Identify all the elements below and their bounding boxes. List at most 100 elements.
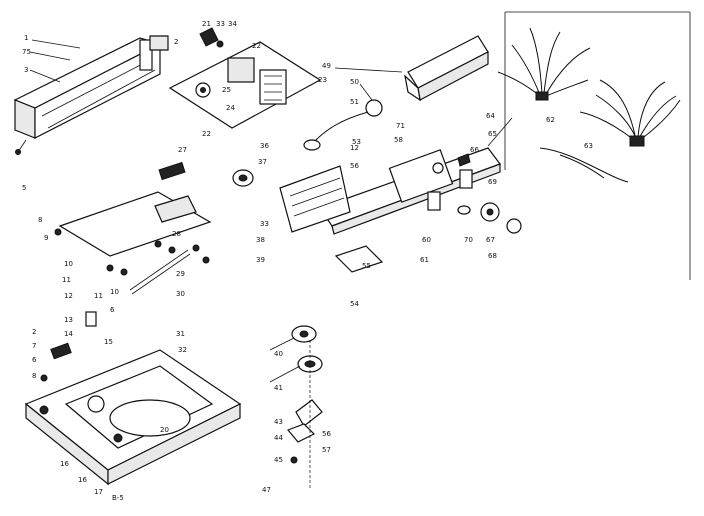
callout-label: 17 — [94, 488, 103, 496]
callout-label: 29 — [176, 270, 185, 278]
callout-label: 30 — [176, 290, 185, 298]
top-cover-27 — [58, 191, 212, 257]
support-rail-27 — [158, 161, 186, 181]
top-frame-32 — [24, 349, 242, 486]
callout-label: 3 — [24, 66, 28, 74]
callout-label: 63 — [584, 142, 593, 150]
push-buttons — [427, 169, 473, 211]
callout-label: 11 — [62, 276, 71, 284]
knob-assembly-67 — [480, 202, 522, 234]
link-rod — [129, 249, 191, 295]
callout-label: 64 — [486, 112, 495, 120]
leader-41 — [269, 365, 301, 383]
leader-3 — [29, 69, 61, 83]
leader-40 — [269, 337, 295, 351]
callout-label: 24 — [226, 104, 235, 112]
lamp-70 — [457, 205, 471, 215]
cam-40 — [291, 325, 317, 343]
callout-label: 55 — [362, 262, 371, 270]
callout-label: 22 — [202, 130, 211, 138]
callout-label: 51 — [350, 98, 359, 106]
callout-label: 41 — [274, 384, 283, 392]
screw-45 — [290, 456, 298, 464]
bracket-55 — [334, 245, 384, 273]
console-panel — [319, 147, 501, 235]
callout-label: 70 — [464, 236, 473, 244]
spring-66 — [457, 153, 471, 167]
inner-console-frame — [279, 165, 351, 233]
callout-labels: 1 75 3 2 21 33 34 22 24 23 25 22 5 27 8 … — [22, 20, 593, 502]
callout-label: 39 — [256, 256, 265, 264]
callout-label: 20 — [160, 426, 169, 434]
callout-label: 12 — [64, 292, 73, 300]
leader-50 — [359, 83, 373, 101]
screw-left — [15, 139, 27, 155]
callout-label: 44 — [274, 434, 283, 442]
callout-label: 43 — [274, 418, 283, 426]
callout-label: 23 — [318, 76, 327, 84]
selector-knob-36 — [232, 169, 254, 187]
callout-label: 9 — [44, 234, 48, 242]
callout-label: 45 — [274, 456, 283, 464]
wire-harness-63 — [539, 147, 629, 183]
callout-label: 33 — [216, 20, 225, 28]
callout-label: 37 — [258, 158, 267, 166]
callout-label: 10 — [64, 260, 73, 268]
callout-label: 67 — [486, 236, 495, 244]
knob-hardware-lower — [39, 374, 123, 443]
pressure-switch-50 — [303, 99, 383, 151]
callout-label: 56 — [350, 162, 359, 170]
callout-label: 25 — [222, 86, 231, 94]
wire-harness-62 — [497, 27, 591, 101]
callout-label: 28 — [172, 230, 181, 238]
callout-label: 40 — [274, 350, 283, 358]
callout-label: 6 — [32, 356, 37, 364]
callout-label: 50 — [350, 78, 359, 86]
callout-label: 16 — [78, 476, 87, 484]
callout-label: 69 — [488, 178, 497, 186]
callout-label: 49 — [322, 62, 331, 70]
bracket-49 — [404, 35, 489, 102]
cam-41 — [297, 355, 323, 373]
callout-label: 8 — [32, 372, 36, 380]
callout-label: 22 — [252, 42, 261, 50]
bracket-43 — [286, 399, 323, 443]
callout-label: 66 — [470, 146, 479, 154]
callout-label: 33 — [260, 220, 269, 228]
callout-label: 1 — [24, 34, 28, 42]
callout-label: 56 — [322, 430, 331, 438]
callout-label: 27 — [178, 146, 187, 154]
callout-label: 5 — [22, 184, 26, 192]
callout-label: 36 — [260, 142, 269, 150]
callout-label: 7 — [32, 342, 36, 350]
leader-64 — [487, 117, 513, 147]
callout-label: 14 — [64, 330, 73, 338]
callout-label: 47 — [262, 486, 271, 494]
callout-label: 10 — [110, 288, 119, 296]
callout-label: 12 — [350, 144, 359, 152]
callout-label: 2 — [32, 328, 36, 336]
control-board-assembly — [168, 41, 322, 129]
callout-label: 58 — [394, 136, 403, 144]
callout-label: 71 — [396, 122, 405, 130]
callout-label: 68 — [488, 252, 497, 260]
callout-label: 6 — [110, 306, 115, 314]
callout-label: 32 — [178, 346, 187, 354]
hinge-bracket — [149, 35, 169, 51]
callout-label: 38 — [256, 236, 265, 244]
leader-1 — [31, 39, 81, 49]
callout-label: B-5 — [112, 494, 124, 502]
switch-clip — [199, 27, 224, 48]
callout-label: 11 — [94, 292, 103, 300]
leader-49 — [334, 67, 403, 73]
callout-label: 57 — [322, 446, 331, 454]
lid-switch-7 — [50, 342, 72, 360]
leader-75 — [29, 51, 71, 61]
callout-label: 31 — [176, 330, 185, 338]
callout-label: 15 — [104, 338, 113, 346]
callout-label: 8 — [38, 216, 42, 224]
callout-label: 2 — [174, 38, 178, 46]
hardware-small — [54, 228, 210, 276]
callout-label: 16 — [60, 460, 69, 468]
